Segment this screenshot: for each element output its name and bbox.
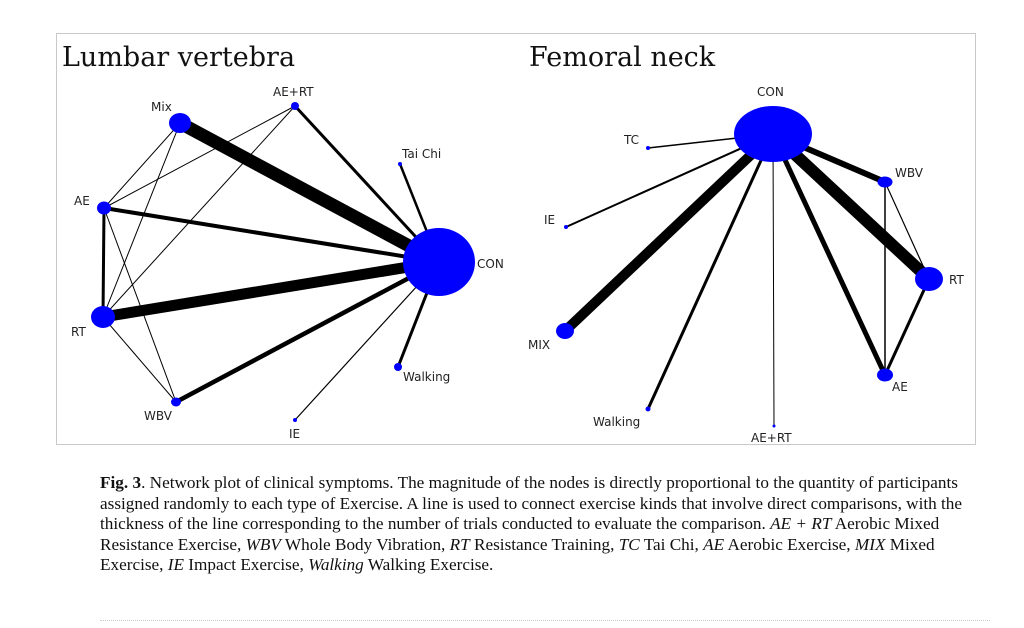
caption-abbr: AE + RT	[770, 514, 832, 533]
edge-ae-con	[770, 132, 888, 377]
caption-abbr: AE	[703, 534, 725, 554]
node-ae	[97, 201, 111, 215]
caption-definition: Whole Body Vibration,	[280, 534, 450, 554]
edge-ie-con	[294, 261, 440, 421]
label-mix: MIX	[528, 338, 550, 352]
nodes	[91, 102, 475, 422]
caption-definition: Impact Exercise,	[184, 555, 309, 574]
node-con	[734, 106, 812, 162]
edge-rt-ae	[883, 278, 931, 376]
label-ie: IE	[289, 427, 300, 441]
network-plots: Lumbar vertebra Femoral neck	[62, 42, 964, 445]
label-ae: AE	[892, 380, 908, 394]
node-labels: CON TC WBV IE RT MIX AE Walking AE+RT	[528, 85, 964, 445]
edge-mix-rt	[102, 122, 181, 318]
label-taichi: Tai Chi	[401, 147, 441, 161]
node-rt	[915, 267, 943, 291]
caption-abbr: MIX	[854, 534, 886, 554]
label-rt: RT	[949, 273, 964, 287]
node-taichi	[398, 162, 402, 166]
node-tc	[646, 146, 650, 150]
node-con	[403, 228, 475, 296]
edge-ae-con	[103, 206, 440, 264]
node-walking	[394, 363, 402, 371]
figure-panel: Lumbar vertebra Femoral neck	[56, 33, 976, 445]
figure-caption: Fig. 3. Network plot of clinical symptom…	[100, 473, 990, 576]
label-aert: AE+RT	[751, 431, 792, 445]
caption-abbr: Walking	[308, 555, 364, 574]
edges	[561, 129, 934, 427]
node-wbv	[171, 397, 181, 407]
divider	[100, 620, 990, 621]
caption-definition: Resistance Training,	[469, 534, 619, 554]
edge-wbv-rt	[884, 181, 930, 280]
edge-rt-con	[768, 129, 934, 284]
label-wbv: WBV	[895, 166, 924, 180]
edge-aert-ae	[103, 105, 296, 209]
edge-aert-con	[772, 133, 775, 427]
edge-ae-wbv	[103, 207, 177, 403]
edge-walking-con	[646, 133, 775, 410]
edge-rt-con	[102, 256, 440, 323]
edge-aert-rt	[102, 105, 296, 318]
edge-mix-ae	[103, 122, 181, 209]
node-mix	[169, 113, 191, 133]
label-wbv: WBV	[144, 409, 173, 423]
node-labels: Mix AE+RT Tai Chi AE CON RT Walking WBV …	[71, 85, 504, 441]
caption-definition: Tai Chi,	[639, 534, 704, 554]
node-ae	[877, 368, 893, 382]
label-mix: Mix	[151, 100, 172, 114]
panel-title-femoral-neck: Femoral neck	[529, 42, 716, 73]
label-rt: RT	[71, 325, 86, 339]
edge-rt-wbv	[102, 316, 177, 403]
caption-abbr: RT	[449, 534, 470, 554]
edge-mix-con	[561, 130, 777, 335]
panel-title-lumbar-vertebra: Lumbar vertebra	[62, 42, 295, 73]
caption-text: . Network plot of clinical symptoms. The…	[100, 473, 963, 533]
label-walking: Walking	[593, 415, 640, 429]
label-walking: Walking	[403, 370, 450, 384]
node-aert	[291, 102, 299, 110]
label-aert: AE+RT	[273, 85, 314, 99]
caption-abbr: WBV	[245, 534, 281, 554]
edge-aert-con	[293, 104, 441, 264]
caption-definition: Aerobic Exercise,	[724, 534, 855, 554]
edge-mix-con	[176, 117, 443, 268]
network-lumbar-vertebra: Mix AE+RT Tai Chi AE CON RT Walking WBV …	[71, 85, 504, 441]
caption-abbr: IE	[167, 555, 184, 574]
label-tc: TC	[623, 133, 639, 147]
label-ae: AE	[74, 194, 90, 208]
edge-wbv-con	[174, 260, 441, 404]
network-femoral-neck: CON TC WBV IE RT MIX AE Walking AE+RT	[528, 85, 964, 445]
label-ie: IE	[544, 213, 555, 227]
edge-ae-rt	[101, 207, 106, 318]
caption-abbr: TC	[618, 534, 640, 554]
caption-label: Fig. 3	[100, 473, 142, 492]
node-rt	[91, 306, 115, 328]
caption-definition: Walking Exercise.	[363, 555, 494, 574]
edges	[101, 104, 443, 421]
label-con: CON	[477, 257, 504, 271]
label-con: CON	[757, 85, 784, 99]
caption-definition: Aerobic Mixed Resistance Exercise,	[100, 514, 940, 554]
node-aert	[772, 424, 776, 428]
node-walking	[645, 406, 651, 412]
caption-definition: Mixed Exercise,	[100, 534, 935, 575]
node-ie	[293, 418, 297, 422]
edge-ie-con	[565, 133, 774, 228]
nodes	[556, 106, 943, 428]
node-ie	[564, 225, 568, 229]
node-mix	[556, 323, 574, 339]
node-wbv	[877, 176, 893, 188]
